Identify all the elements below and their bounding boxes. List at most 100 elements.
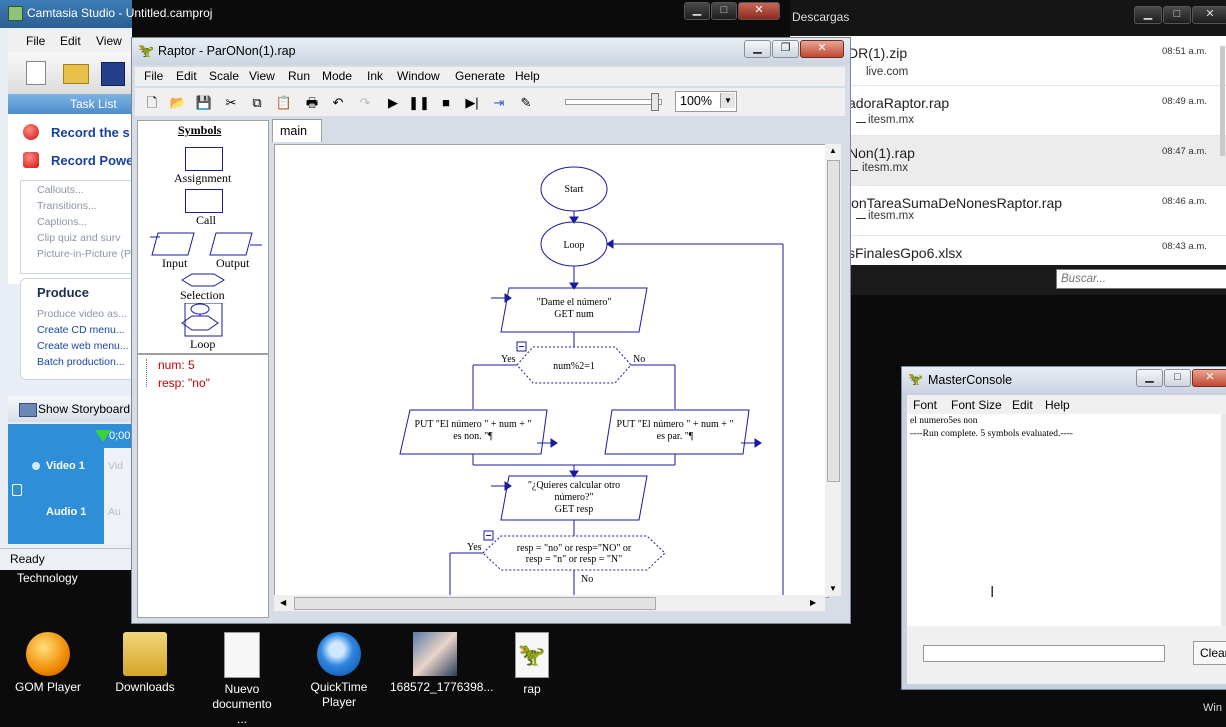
redo-icon[interactable]: ↷ bbox=[359, 95, 371, 110]
input-resp-parallelogram[interactable] bbox=[500, 475, 648, 521]
camtasia-menu-file[interactable]: File bbox=[26, 34, 46, 48]
console-scrollbar[interactable] bbox=[1221, 414, 1226, 626]
desktop-icon-photo[interactable]: 168572_1776398... bbox=[390, 632, 493, 695]
save-icon[interactable] bbox=[101, 62, 125, 86]
download-item-selected[interactable]: Non(1).rap itesm.mx 08:47 a.m. bbox=[790, 136, 1226, 186]
quiz-link[interactable]: Clip quiz and surv bbox=[37, 232, 121, 244]
selection-symbol[interactable] bbox=[180, 273, 226, 287]
speed-slider-thumb[interactable] bbox=[650, 93, 659, 111]
desktop-icon-rap[interactable]: 🦖 rap bbox=[487, 632, 577, 697]
record-screen-link[interactable]: Record the s bbox=[51, 125, 130, 140]
downloads-minimize-button[interactable]: ▁ bbox=[1134, 6, 1162, 24]
download-item[interactable]: ionTareaSumaDeNonesRaptor.rap itesm.mx 0… bbox=[790, 186, 1226, 236]
captions-link[interactable]: Captions... bbox=[37, 216, 88, 228]
pip-link[interactable]: Picture-in-Picture (P bbox=[37, 248, 131, 260]
flowchart-canvas[interactable]: Start Loop "Dame el número" GET num num%… bbox=[274, 144, 829, 598]
create-web-menu-link[interactable]: Create web menu... bbox=[37, 340, 129, 352]
console-minimize-button[interactable]: ▁ bbox=[1136, 369, 1163, 387]
raptor-menu-mode[interactable]: Mode bbox=[322, 69, 353, 83]
scroll-right-icon[interactable]: ▶ bbox=[810, 598, 817, 607]
horizontal-scrollbar[interactable]: ◀ ▶ bbox=[274, 595, 825, 611]
stop-icon[interactable]: ■ bbox=[442, 95, 450, 110]
batch-production-link[interactable]: Batch production... bbox=[37, 356, 125, 368]
pause-icon[interactable]: ❚❚ bbox=[408, 95, 430, 110]
pen-icon[interactable]: ✎ bbox=[520, 95, 532, 110]
record-powerpoint-link[interactable]: Record Powe bbox=[51, 153, 134, 168]
scroll-up-icon[interactable]: ▲ bbox=[829, 146, 837, 155]
download-item[interactable]: sFinalesGpo6.xlsx 08:43 a.m. bbox=[790, 236, 1226, 285]
downloads-scrollbar[interactable] bbox=[1220, 46, 1225, 156]
tab-main[interactable]: main bbox=[272, 119, 322, 142]
raptor-close-button[interactable]: ✕ bbox=[800, 40, 844, 58]
desktop-icon-nuevo-documento[interactable]: Nuevo documento ... bbox=[197, 632, 287, 727]
console-maximize-button[interactable]: □ bbox=[1164, 369, 1191, 387]
open-folder-icon[interactable] bbox=[63, 64, 89, 84]
bg-minimize-button[interactable]: ▁ bbox=[684, 2, 710, 20]
input-num-parallelogram[interactable] bbox=[500, 287, 648, 333]
raptor-menu-ink[interactable]: Ink bbox=[367, 69, 384, 83]
desktop-icon-gom-player[interactable]: GOM Player bbox=[3, 632, 93, 695]
save-icon[interactable]: 💾 bbox=[195, 95, 213, 110]
raptor-menu-view[interactable]: View bbox=[249, 69, 275, 83]
cut-icon[interactable]: ✂ bbox=[225, 95, 237, 110]
selection-exit-condition[interactable] bbox=[482, 535, 666, 571]
step-into-icon[interactable]: ⇥ bbox=[493, 95, 505, 110]
loop-symbol[interactable] bbox=[180, 303, 228, 337]
console-menu-font-size[interactable]: Font Size bbox=[951, 398, 1002, 412]
chevron-down-icon[interactable]: ▼ bbox=[720, 93, 735, 108]
raptor-menu-run[interactable]: Run bbox=[288, 69, 311, 83]
paste-icon[interactable]: 📋 bbox=[275, 95, 293, 110]
console-input[interactable] bbox=[923, 645, 1165, 662]
assignment-symbol[interactable] bbox=[185, 147, 223, 171]
console-menu-font[interactable]: Font bbox=[913, 398, 938, 412]
desktop-icon-quicktime[interactable]: QuickTime Player bbox=[294, 632, 384, 710]
scroll-left-icon[interactable]: ◀ bbox=[280, 598, 287, 607]
speed-slider-track[interactable] bbox=[565, 93, 662, 111]
camtasia-menu-edit[interactable]: Edit bbox=[60, 34, 81, 48]
bg-maximize-button[interactable]: □ bbox=[711, 2, 737, 20]
undo-icon[interactable]: ↶ bbox=[332, 95, 344, 110]
copy-icon[interactable]: ⧉ bbox=[252, 95, 262, 110]
downloads-close-button[interactable]: ✕ bbox=[1192, 6, 1226, 24]
camtasia-menu-view[interactable]: View bbox=[96, 34, 122, 48]
vertical-scrollbar[interactable]: ▲ ▼ bbox=[825, 144, 841, 596]
input-output-symbols[interactable] bbox=[150, 231, 270, 257]
playhead-icon[interactable] bbox=[95, 430, 111, 442]
raptor-menu-scale[interactable]: Scale bbox=[209, 69, 240, 83]
scroll-down-icon[interactable]: ▼ bbox=[829, 584, 837, 593]
callouts-link[interactable]: Callouts... bbox=[37, 184, 84, 196]
raptor-menu-window[interactable]: Window bbox=[397, 69, 440, 83]
vertical-scroll-thumb[interactable] bbox=[827, 160, 840, 482]
raptor-menu-file[interactable]: File bbox=[144, 69, 164, 83]
output-par-parallelogram[interactable] bbox=[604, 409, 750, 455]
raptor-menu-generate[interactable]: Generate bbox=[455, 69, 506, 83]
call-symbol[interactable] bbox=[185, 189, 223, 213]
create-cd-menu-link[interactable]: Create CD menu... bbox=[37, 324, 125, 336]
raptor-maximize-button[interactable]: ❐ bbox=[772, 40, 799, 58]
audio-track-label[interactable]: Audio 1 bbox=[46, 506, 87, 518]
new-file-icon[interactable] bbox=[26, 61, 46, 85]
selection-num-odd[interactable] bbox=[516, 346, 632, 384]
open-icon[interactable]: 📂 bbox=[169, 95, 187, 110]
execute-icon[interactable]: ▶ bbox=[388, 95, 398, 110]
horizontal-scroll-thumb[interactable] bbox=[294, 597, 656, 610]
console-close-button[interactable]: ✕ bbox=[1192, 369, 1226, 387]
raptor-menu-edit[interactable]: Edit bbox=[176, 69, 197, 83]
desktop-icon-downloads[interactable]: Downloads bbox=[100, 632, 190, 695]
bg-close-button[interactable]: ✕ bbox=[738, 2, 780, 20]
raptor-menu-help[interactable]: Help bbox=[515, 69, 540, 83]
print-icon[interactable]: 🖶 bbox=[305, 95, 319, 110]
download-item[interactable]: adoraRaptor.rap itesm.mx 08:49 a.m. bbox=[790, 86, 1226, 136]
new-icon[interactable]: 🗋 bbox=[146, 95, 158, 110]
console-menu-help[interactable]: Help bbox=[1045, 398, 1070, 412]
clear-button[interactable]: Clear bbox=[1193, 641, 1226, 665]
transitions-link[interactable]: Transitions... bbox=[37, 200, 97, 212]
video-track-label[interactable]: Video 1 bbox=[46, 460, 85, 472]
console-menu-edit[interactable]: Edit bbox=[1012, 398, 1033, 412]
produce-video-link[interactable]: Produce video as... bbox=[37, 308, 127, 320]
output-non-parallelogram[interactable] bbox=[399, 409, 548, 455]
raptor-minimize-button[interactable]: ▁ bbox=[744, 40, 771, 58]
download-item[interactable]: DR(1).zip live.com 08:51 a.m. bbox=[790, 36, 1226, 86]
downloads-maximize-button[interactable]: □ bbox=[1163, 6, 1191, 24]
zoom-select[interactable]: 100% ▼ bbox=[675, 91, 737, 112]
